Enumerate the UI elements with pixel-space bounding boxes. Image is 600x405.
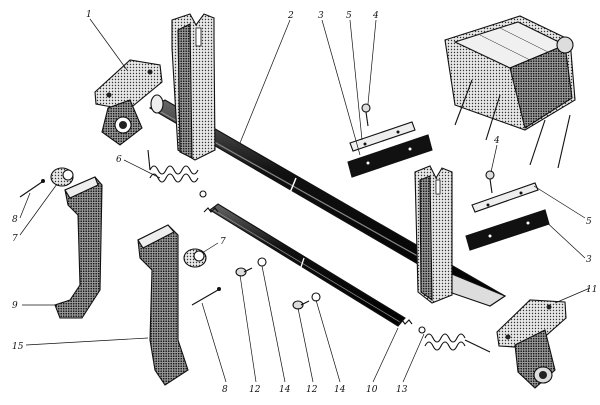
callout-7-left: 7 — [12, 234, 18, 244]
left-hook-lever — [54, 176, 103, 319]
callout-8-center: 8 — [222, 385, 228, 395]
housing-unit — [444, 15, 576, 169]
callout-7-center: 7 — [220, 237, 226, 247]
leader-lines — [19, 18, 591, 383]
callout-14-right: 14 — [334, 385, 346, 395]
upper-bolt — [235, 267, 253, 277]
callout-10: 10 — [366, 385, 378, 395]
right-fork-lever — [414, 165, 453, 304]
callout-15: 15 — [12, 342, 24, 352]
lower-pin — [191, 287, 221, 306]
right-spring — [418, 326, 491, 353]
callout-4-lower: 4 — [493, 136, 500, 146]
callout-12-right: 12 — [306, 385, 318, 395]
callout-5-upper: 5 — [346, 11, 352, 21]
left-fork-lever — [171, 13, 216, 161]
lower-plate-set — [465, 182, 550, 251]
lower-bolt — [292, 300, 310, 310]
upper-pin — [19, 179, 45, 198]
callout-4-upper: 4 — [372, 11, 379, 21]
left-spring — [147, 149, 207, 198]
callout-labels: 1 2 3 5 4 4 5 3 6 7 8 7 9 15 8 12 14 12 … — [12, 10, 597, 395]
callout-2: 2 — [287, 11, 294, 21]
lower-screw — [485, 170, 495, 194]
callout-6: 6 — [116, 155, 122, 165]
right-hook-lever — [137, 224, 189, 386]
lower-nut — [183, 248, 207, 268]
upper-nut — [50, 167, 74, 187]
callout-8-left: 8 — [12, 215, 18, 225]
callout-14-left: 14 — [279, 385, 291, 395]
callout-1: 1 — [86, 10, 92, 20]
callout-5-lower: 5 — [586, 217, 592, 227]
lower-washer — [311, 292, 321, 302]
callout-3-lower: 3 — [586, 255, 592, 265]
left-bracket — [94, 59, 163, 146]
upper-plate-set — [347, 121, 433, 178]
upper-screw — [361, 103, 371, 127]
callout-3-upper: 3 — [318, 11, 324, 21]
upper-washer — [257, 257, 267, 267]
callout-12-left: 12 — [249, 385, 261, 395]
callout-9: 9 — [12, 301, 18, 311]
secondary-shaft — [203, 203, 413, 327]
callout-13: 13 — [396, 385, 408, 395]
callout-11: 11 — [586, 285, 597, 295]
right-bracket — [496, 299, 567, 389]
